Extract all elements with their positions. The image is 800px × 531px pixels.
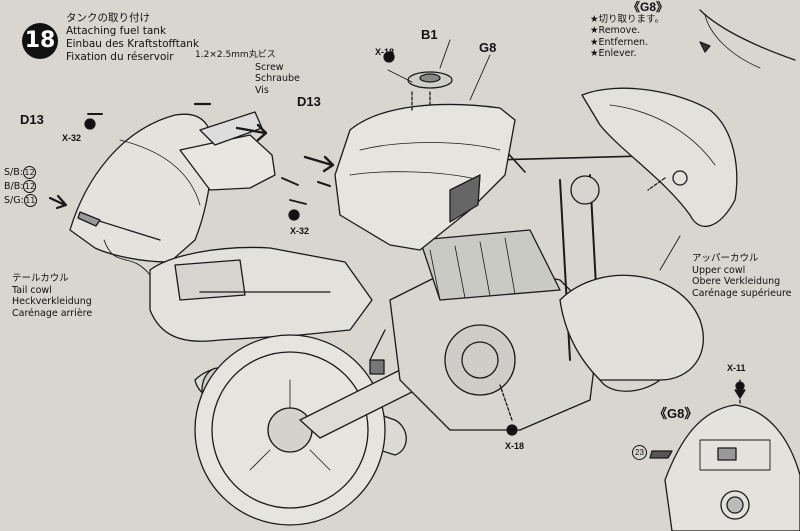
fuel-tank-g8 bbox=[334, 103, 516, 251]
upper-cowl-jp: アッパーカウル bbox=[692, 253, 759, 264]
part-label-x32-center: X-32 bbox=[290, 226, 310, 236]
step-title-block: タンクの取り付け Attaching fuel tank Einbau des … bbox=[66, 12, 199, 64]
g8-remove-fr: ★Enlever. bbox=[590, 48, 637, 59]
step-title-de: Einbau des Kraftstofftank bbox=[66, 38, 200, 50]
screw-fr: Vis bbox=[255, 84, 269, 96]
upper-cowl-en: Upper cowl bbox=[692, 264, 746, 276]
g8-remove-en: ★Remove. bbox=[590, 25, 641, 36]
g8-remove-heading: 《G8》 bbox=[628, 0, 669, 14]
tail-cowl-label: テールカウル Tail cowl Heckverkleidung Carénag… bbox=[12, 273, 92, 319]
part-label-d13-left: D13 bbox=[20, 112, 44, 127]
step-number-badge: 18 bbox=[22, 23, 58, 59]
tail-cowl-en: Tail cowl bbox=[12, 284, 52, 296]
upper-cowl-part bbox=[581, 87, 738, 227]
part-label-d13-center: D13 bbox=[297, 94, 321, 109]
rear-frame-part bbox=[179, 134, 276, 191]
screw-en: Screw bbox=[255, 61, 284, 73]
part-label-x18-top: X-18 bbox=[375, 47, 395, 57]
part-label-x11: X-11 bbox=[727, 363, 746, 373]
g8-inset-heading: 《G8》 bbox=[654, 406, 698, 421]
g8-remove-jp: ★切り取ります。 bbox=[590, 13, 665, 25]
upper-cowl-fr: Carénage supérieure bbox=[692, 287, 792, 299]
part-label-x18-bottom: X-18 bbox=[505, 441, 525, 451]
part-label-g8: G8 bbox=[479, 40, 497, 55]
screw-callout: 1.2×2.5mm丸ビス Screw Schraube Vis bbox=[195, 50, 300, 96]
variant-item: S/B:12 bbox=[4, 166, 36, 179]
variant-list: S/B:12 B/B:12 S/G:11 bbox=[4, 166, 37, 208]
step-title-fr: Fixation du réservoir bbox=[66, 51, 174, 63]
variant-item: S/G:11 bbox=[4, 194, 37, 207]
variant-item: B/B:12 bbox=[4, 180, 37, 193]
step-title-en: Attaching fuel tank bbox=[66, 25, 167, 37]
screw-de: Schraube bbox=[255, 73, 300, 84]
tail-cowl-de: Heckverkleidung bbox=[12, 296, 92, 307]
screw-size: 1.2×2.5mm丸ビス bbox=[195, 50, 276, 60]
part-number-23: 23 bbox=[632, 444, 647, 462]
upper-cowl-de: Obere Verkleidung bbox=[692, 276, 781, 287]
part-label-b1: B1 bbox=[421, 27, 438, 42]
step-title-jp: タンクの取り付け bbox=[66, 12, 150, 24]
g8-remove-de: ★Entfernen. bbox=[590, 36, 649, 48]
part-label-x32-left: X-32 bbox=[62, 133, 82, 143]
tail-cowl-fr: Carénage arrière bbox=[12, 307, 93, 319]
g8-inset-tank bbox=[664, 404, 800, 531]
upper-cowl-label: アッパーカウル Upper cowl Obere Verkleidung Car… bbox=[692, 253, 792, 299]
tail-cowl-part bbox=[69, 113, 214, 263]
front-wheel bbox=[559, 274, 704, 381]
g8-remove-note: 《G8》 ★切り取ります。 ★Remove. ★Entfernen. ★Enle… bbox=[590, 0, 669, 60]
tail-cowl-jp: テールカウル bbox=[12, 273, 69, 284]
